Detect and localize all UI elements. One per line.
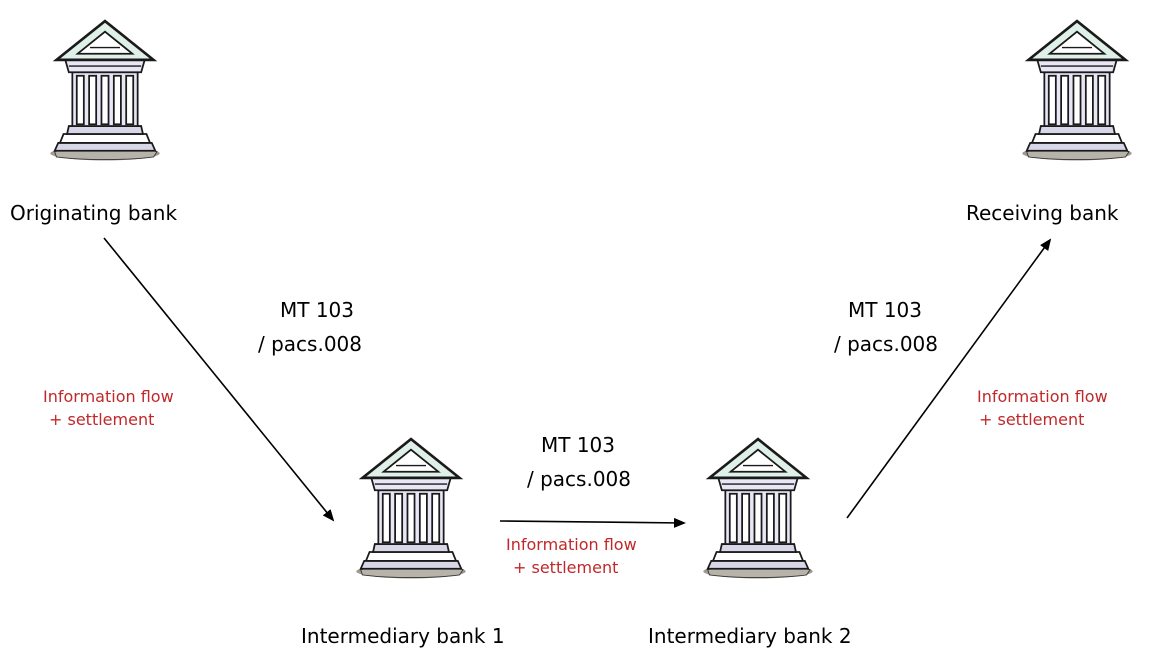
receiving-bank-label: Receiving bank (966, 201, 1119, 225)
message-type-line1: MT 103 (541, 433, 616, 457)
bank-building-icon (48, 19, 162, 162)
arrow-intermediary-1-to-intermediary-2 (499, 517, 686, 528)
arrow-originating-to-intermediary-1 (103, 237, 335, 522)
message-type-line1: MT 103 (848, 298, 923, 322)
information-flow-left: Information flow + settlement (43, 385, 174, 431)
bank-building-icon (1020, 19, 1134, 162)
information-flow-line2: + settlement (49, 410, 155, 429)
bank-building-icon (354, 437, 468, 580)
message-type-left: MT 103 / pacs.008 (258, 293, 362, 361)
information-flow-middle: Information flow + settlement (506, 533, 637, 579)
message-type-line1: MT 103 (280, 298, 355, 322)
information-flow-line1: Information flow (506, 535, 637, 554)
bank-building-icon (701, 437, 815, 580)
message-type-right: MT 103 / pacs.008 (834, 293, 938, 361)
intermediary-bank-1-label: Intermediary bank 1 (301, 624, 505, 648)
intermediary-bank-2-label: Intermediary bank 2 (648, 624, 852, 648)
information-flow-line2: + settlement (979, 410, 1085, 429)
message-type-line2: / pacs.008 (834, 332, 938, 356)
information-flow-line2: + settlement (513, 558, 619, 577)
information-flow-line1: Information flow (977, 387, 1108, 406)
information-flow-right: Information flow + settlement (977, 385, 1108, 431)
information-flow-line1: Information flow (43, 387, 174, 406)
arrow-intermediary-2-to-receiving (846, 238, 1052, 519)
originating-bank-label: Originating bank (10, 201, 178, 225)
message-type-line2: / pacs.008 (527, 467, 631, 491)
message-type-line2: / pacs.008 (258, 332, 362, 356)
message-type-middle: MT 103 / pacs.008 (527, 428, 631, 496)
